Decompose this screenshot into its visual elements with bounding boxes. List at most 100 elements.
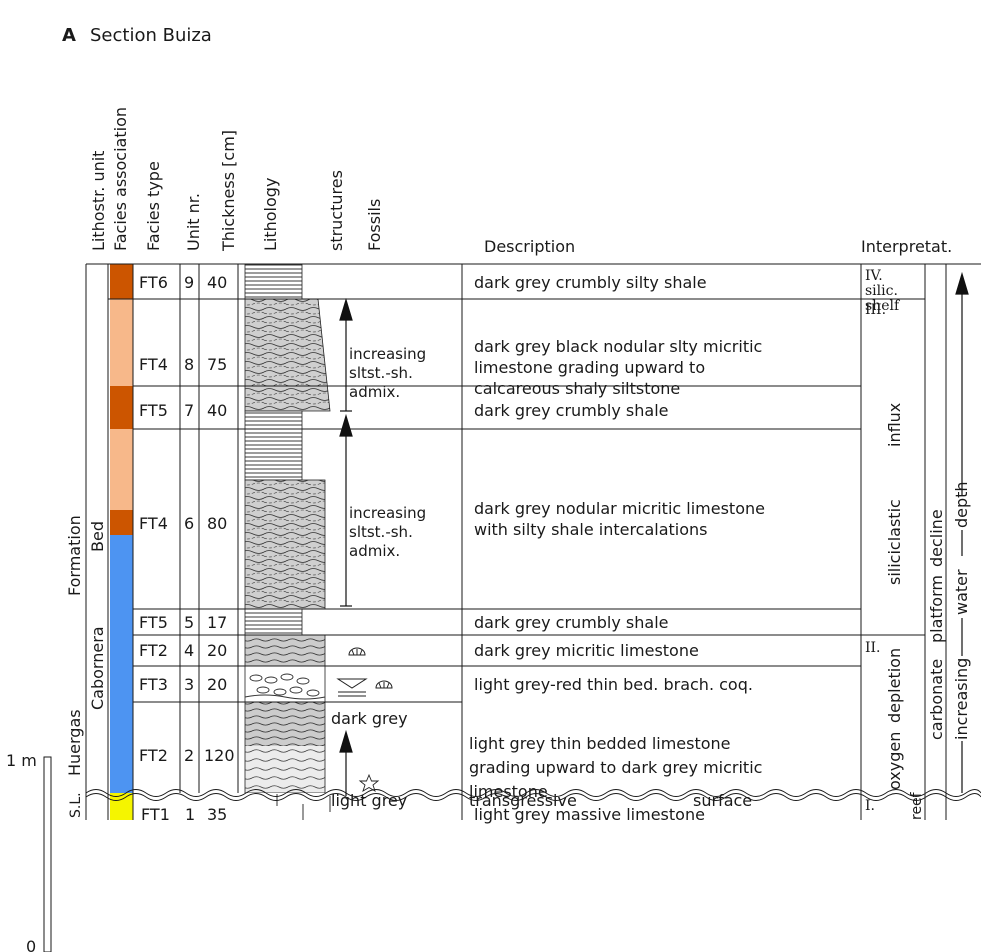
facies-type-unit5: FT5 xyxy=(139,613,168,632)
structures-unit8-line1: increasing xyxy=(349,345,426,363)
interp-iv-line2: silic. xyxy=(865,283,898,299)
facies-bar-unit6 xyxy=(110,429,133,510)
unit-nr-1: 1 xyxy=(185,805,195,824)
interp-iv-line3: shelf xyxy=(865,298,901,314)
description-unit6-line2: with silty shale intercalations xyxy=(474,520,708,539)
facies-type-unit3: FT3 xyxy=(139,675,168,694)
thickness-unit7: 40 xyxy=(207,401,227,420)
interp-iv-roman: IV. xyxy=(865,268,883,284)
interp-decline: decline xyxy=(927,509,946,567)
description-unit2-line1: light grey thin bedded limestone xyxy=(469,734,731,753)
formation-name: Huergas xyxy=(65,709,84,776)
structures-unit8-line2: sltst.-sh. xyxy=(349,364,413,382)
facies-type-unit9: FT6 xyxy=(139,273,168,292)
description-unit8-line2: limestone grading upward to xyxy=(474,358,705,377)
water-depth-arrow xyxy=(955,271,969,793)
table-grid xyxy=(85,263,981,820)
description-unit2-line2: grading upward to dark grey micritic xyxy=(469,758,762,777)
transgressive-surface-line xyxy=(85,789,981,801)
interp-depletion: depletion xyxy=(885,648,904,723)
lithology-unit4 xyxy=(244,634,326,667)
interp-reef: reef xyxy=(909,791,925,820)
description-unit8-line1: dark grey black nodular slty micritic xyxy=(474,337,762,356)
structures-unit6-line2: sltst.-sh. xyxy=(349,523,413,541)
facies-type-unit8: FT4 xyxy=(139,355,168,374)
scale-0-label: 0 xyxy=(26,937,36,952)
interp-siliciclastic: siliciclastic xyxy=(885,499,904,585)
header-lithostr-unit: Lithostr. unit xyxy=(89,151,108,251)
unit-nr-8: 8 xyxy=(184,355,194,374)
description-unit4: dark grey micritic limestone xyxy=(474,641,699,660)
facies-bar-unit5 xyxy=(110,510,133,535)
description-unit1: light grey massive limestone xyxy=(474,805,705,824)
panel-letter: A xyxy=(62,25,76,46)
thickness-unit3: 20 xyxy=(207,675,227,694)
surface-label-left: transgressive xyxy=(469,791,577,810)
structures-unit6-line1: increasing xyxy=(349,504,426,522)
trend-arrows xyxy=(339,297,353,796)
scale-1m-label: 1 m xyxy=(6,751,37,770)
description-unit3: light grey-red thin bed. brach. coq. xyxy=(474,675,753,694)
brachiopod-icon-unit4 xyxy=(348,647,366,656)
unit-nr-3: 3 xyxy=(184,675,194,694)
formation-label: Formation xyxy=(65,515,84,596)
structures-unit8-line3: admix. xyxy=(349,383,400,401)
interp-platform: platform xyxy=(927,575,946,643)
unit-nr-5: 5 xyxy=(184,613,194,632)
bed-name: Cabornera xyxy=(88,626,107,710)
header-lithology: Lithology xyxy=(261,178,280,251)
interp-iii-roman: III. xyxy=(865,302,886,318)
header-description: Description xyxy=(484,237,575,256)
header-thickness: Thickness [cm] xyxy=(219,130,238,252)
unit-nr-9: 9 xyxy=(184,273,194,292)
interp-i-roman: I. xyxy=(865,798,875,814)
lithology-unit2-dark xyxy=(245,702,325,746)
interp-carbonate: carbonate xyxy=(927,659,946,740)
lithology-unit9 xyxy=(244,263,303,300)
interp-increasing: increasing xyxy=(952,658,971,740)
structures-unit6-line3: admix. xyxy=(349,542,400,560)
thickness-unit1: 35 xyxy=(207,805,227,824)
facies-type-unit6: FT4 xyxy=(139,514,168,533)
description-unit9: dark grey crumbly silty shale xyxy=(474,273,707,292)
thickness-unit9: 40 xyxy=(207,273,227,292)
header-unit-nr: Unit nr. xyxy=(184,193,203,251)
interp-influx: influx xyxy=(885,403,904,447)
sl-label: S.L. xyxy=(68,792,84,818)
facies-bar-unit8 xyxy=(110,299,133,386)
header-facies-type: Facies type xyxy=(144,161,163,251)
facies-bar-units2-4 xyxy=(110,535,133,793)
interp-water: water xyxy=(952,569,971,615)
interp-oxygen: oxygen xyxy=(885,732,904,790)
surface-label-right: surface xyxy=(693,791,752,810)
header-interpretation: Interpretat. xyxy=(861,237,952,256)
thickness-unit2: 120 xyxy=(204,746,235,765)
lithology-unit8 xyxy=(244,298,331,412)
lithology-unit6 xyxy=(244,479,326,610)
facies-bar-unit9 xyxy=(110,264,133,299)
structures-unit2-top: dark grey xyxy=(331,709,408,728)
star-icon xyxy=(358,773,380,792)
header-fossils: Fossils xyxy=(365,199,384,251)
coquina-shells xyxy=(244,673,326,700)
facies-type-unit1: FT1 xyxy=(141,805,170,824)
description-unit8-line3: calcareous shaly siltstone xyxy=(474,379,680,398)
facies-type-unit4: FT2 xyxy=(139,641,168,660)
unit-nr-4: 4 xyxy=(184,641,194,660)
unit-nr-7: 7 xyxy=(184,401,194,420)
structures-unit2-bottom: light grey xyxy=(331,791,407,810)
interp-depth: depth xyxy=(952,481,971,528)
coquina-symbol-icon xyxy=(336,678,368,697)
header-facies-association: Facies association xyxy=(111,107,130,251)
facies-type-unit7: FT5 xyxy=(139,401,168,420)
header-structures: structures xyxy=(327,170,346,251)
unit-nr-6: 6 xyxy=(184,514,194,533)
scale-bar xyxy=(43,756,52,952)
description-unit6-line1: dark grey nodular micritic limestone xyxy=(474,499,765,518)
description-unit7: dark grey crumbly shale xyxy=(474,401,669,420)
description-unit2-line3: limestone xyxy=(469,782,548,801)
unit-nr-2: 2 xyxy=(184,746,194,765)
interp-ii-roman: II. xyxy=(865,640,881,656)
lithology-unit5 xyxy=(244,608,303,636)
